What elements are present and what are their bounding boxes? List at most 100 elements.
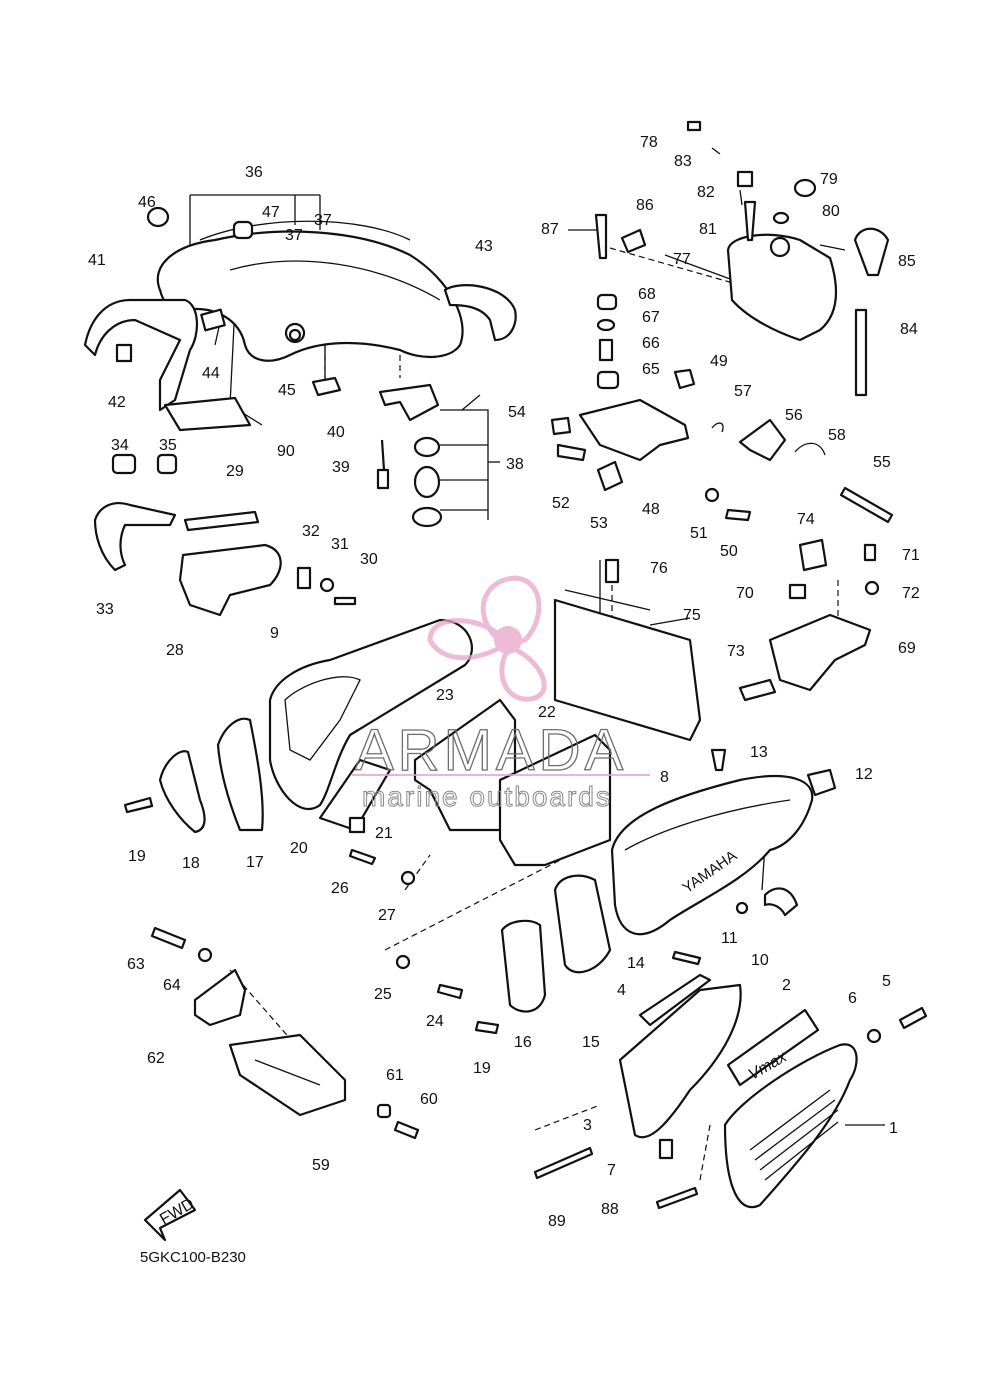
callout-89: 89 <box>548 1213 566 1230</box>
callout-34: 34 <box>111 437 129 454</box>
callout-26: 26 <box>331 880 349 897</box>
callout-20: 20 <box>290 840 308 857</box>
callout-40: 40 <box>327 424 345 441</box>
part-43-handle[interactable] <box>443 284 517 342</box>
callout-37b: 37 <box>314 212 332 229</box>
callout-54: 54 <box>508 404 526 421</box>
callout-73: 73 <box>727 643 745 660</box>
callout-23: 23 <box>436 687 454 704</box>
part-41-side-rail[interactable] <box>83 298 198 412</box>
part-10-11-12-13-14-hardware[interactable] <box>671 748 837 966</box>
part-17-cover[interactable] <box>216 717 264 832</box>
callout-19b: 19 <box>473 1060 491 1077</box>
callout-77: 77 <box>673 251 691 268</box>
part-21-nut[interactable] <box>348 816 366 834</box>
part-75-battery-box[interactable] <box>553 589 702 742</box>
part-89-rod[interactable] <box>533 1146 594 1180</box>
part-59-battery-bracket[interactable] <box>228 1033 347 1117</box>
part-30-31-32-hardware[interactable] <box>296 566 357 606</box>
callout-41: 41 <box>88 252 106 269</box>
part-29-strip[interactable] <box>183 510 260 532</box>
part-65-68-stack[interactable] <box>596 293 620 390</box>
part-3-4-side-cover[interactable] <box>618 973 742 1139</box>
callout-25: 25 <box>374 986 392 1003</box>
part-5-6-bolt-washer[interactable] <box>866 1006 928 1044</box>
callout-74: 74 <box>797 511 815 528</box>
callout-17: 17 <box>246 854 264 871</box>
callout-60: 60 <box>420 1091 438 1108</box>
part-40-bracket[interactable] <box>311 376 342 397</box>
callout-22: 22 <box>538 704 556 721</box>
callout-76: 76 <box>650 560 668 577</box>
callout-63: 63 <box>127 956 145 973</box>
part-1-side-cover-right[interactable] <box>723 1043 858 1209</box>
part-19-bolt-upper[interactable] <box>123 796 154 814</box>
part-24-25-hardware[interactable] <box>395 954 500 1035</box>
callout-81: 81 <box>699 221 717 238</box>
part-76-bolt[interactable] <box>604 558 620 584</box>
part-39-bolt[interactable] <box>376 439 390 490</box>
callout-49: 49 <box>710 353 728 370</box>
part-50-51-hardware[interactable] <box>704 487 752 522</box>
part-55-rod[interactable] <box>839 486 894 524</box>
part-88-rod[interactable] <box>655 1186 699 1210</box>
callout-10: 10 <box>751 952 769 969</box>
diagram-code: 5GKC100-B230 <box>140 1249 246 1266</box>
part-86-87-parts[interactable] <box>594 213 647 260</box>
callout-61: 61 <box>386 1067 404 1084</box>
part-45-bushing[interactable] <box>288 328 302 342</box>
part-15-16-covers[interactable] <box>500 874 612 1013</box>
callout-84: 84 <box>900 321 918 338</box>
part-36-37-frame-cover[interactable] <box>156 220 464 362</box>
part-47-grommet[interactable] <box>232 220 254 240</box>
part-56-57-58[interactable] <box>711 418 826 462</box>
callout-53: 53 <box>590 515 608 532</box>
callout-2: 2 <box>782 977 791 994</box>
part-77-tank[interactable] <box>726 233 838 342</box>
part-28-cover[interactable] <box>178 543 282 617</box>
part-33-bracket[interactable] <box>93 502 177 572</box>
part-48-49-bracket[interactable] <box>578 368 696 462</box>
callout-19: 19 <box>128 848 146 865</box>
callout-5: 5 <box>882 973 891 990</box>
part-63-64-60-61-hardware[interactable] <box>150 926 420 1140</box>
callout-24: 24 <box>426 1013 444 1030</box>
part-42-clip[interactable] <box>115 343 133 363</box>
part-7-clip[interactable] <box>658 1138 674 1160</box>
callout-39: 39 <box>332 459 350 476</box>
callout-66: 66 <box>642 335 660 352</box>
part-38-bracket-set[interactable] <box>378 383 443 528</box>
part-9-side-cover[interactable] <box>268 618 473 811</box>
callout-82: 82 <box>697 184 715 201</box>
part-22-bracket[interactable] <box>498 733 612 867</box>
callout-78: 78 <box>640 134 658 151</box>
callout-50: 50 <box>720 543 738 560</box>
part-84-85-hoses[interactable] <box>853 227 890 397</box>
part-78-79-80-81-82-83-small[interactable] <box>686 120 817 242</box>
part-23-bracket[interactable] <box>413 698 517 832</box>
part-62-bracket[interactable] <box>193 968 247 1027</box>
callout-42: 42 <box>108 394 126 411</box>
part-46-cap[interactable] <box>146 206 170 228</box>
part-20-strip[interactable] <box>318 758 392 832</box>
callout-9: 9 <box>270 625 279 642</box>
part-26-27-bolt-washer[interactable] <box>348 848 416 886</box>
callout-64: 64 <box>163 977 181 994</box>
callout-16: 16 <box>514 1034 532 1051</box>
part-44-pad[interactable] <box>200 308 226 332</box>
callout-79: 79 <box>820 171 838 188</box>
part-8-frame-cover[interactable] <box>610 775 814 936</box>
callout-70: 70 <box>736 585 754 602</box>
part-34-35-dampers[interactable] <box>111 453 178 475</box>
callout-55: 55 <box>873 454 891 471</box>
part-69-to-74-bracket[interactable] <box>738 538 880 702</box>
callout-52: 52 <box>552 495 570 512</box>
callout-labels: 1 2 3 4 5 6 7 8 9 10 11 12 13 14 15 16 1… <box>88 134 920 1230</box>
callout-72: 72 <box>902 585 920 602</box>
callout-7: 7 <box>607 1162 616 1179</box>
callout-75: 75 <box>683 607 701 624</box>
part-52-53-54[interactable] <box>550 416 624 492</box>
part-90-plate[interactable] <box>163 396 252 432</box>
part-18-cover[interactable] <box>158 750 206 834</box>
callout-87: 87 <box>541 221 559 238</box>
